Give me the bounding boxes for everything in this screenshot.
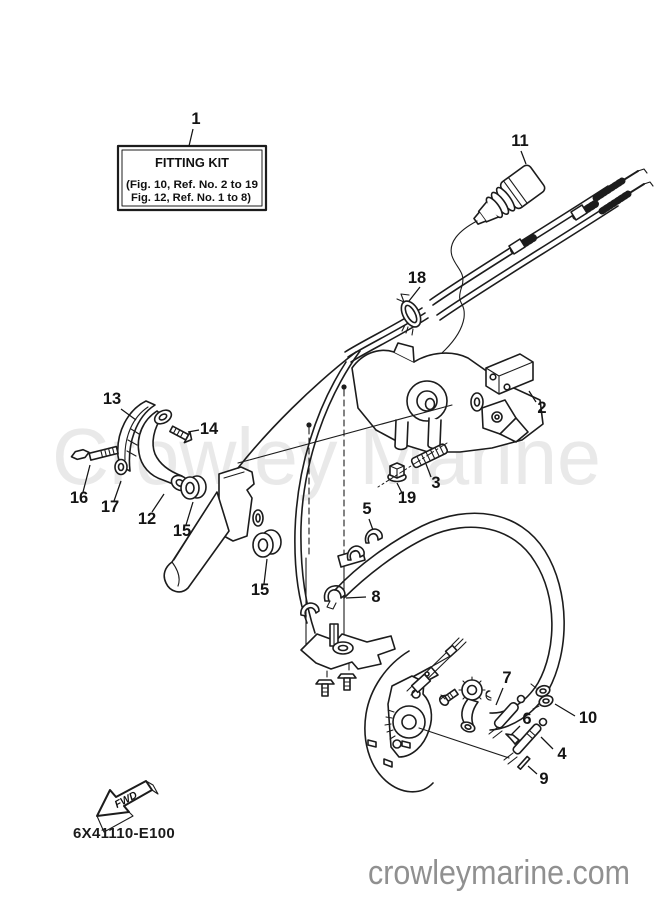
fitting-kit-line2: Fig. 12, Ref. No. 1 to 8)	[131, 192, 251, 204]
callout-leader-15	[263, 558, 268, 585]
grommet-15-lower	[252, 529, 282, 558]
flange-nut-19	[387, 462, 407, 483]
callout-18: 18	[408, 269, 426, 287]
callout-leader-13	[120, 408, 137, 421]
callout-leader-12	[151, 493, 165, 513]
callout-12: 12	[138, 510, 156, 528]
callout-14: 14	[200, 420, 219, 438]
bolt-16	[70, 445, 119, 461]
callout-19: 19	[398, 489, 416, 507]
callout-leader-4	[540, 736, 554, 750]
callout-1: 1	[191, 110, 200, 128]
callout-leader-5	[368, 518, 374, 531]
callout-leader-3	[425, 463, 432, 478]
callout-7: 7	[502, 669, 511, 687]
fwd-arrow	[96, 780, 159, 833]
callout-leader-9	[527, 765, 538, 775]
callout-leader-8	[345, 596, 367, 599]
screw-14	[169, 425, 193, 444]
callout-5: 5	[362, 500, 371, 518]
callout-leader-7	[495, 687, 504, 706]
callout-13: 13	[103, 390, 121, 408]
control-unit	[364, 637, 510, 793]
tiller-handle	[163, 350, 453, 649]
cable-clamp-10	[530, 680, 554, 710]
callout-15: 15	[251, 581, 269, 599]
link-rod-7	[488, 694, 526, 739]
pin-9	[517, 755, 531, 771]
callout-leader-6	[510, 725, 521, 736]
cable-clamp-18	[396, 293, 422, 336]
callout-leader-16	[82, 464, 91, 493]
callout-2: 2	[537, 399, 546, 417]
flange-bolt	[337, 673, 357, 691]
steering-bracket	[351, 342, 544, 453]
fitting-kit-box	[116, 144, 268, 212]
fitting-kit-title: FITTING KIT	[155, 156, 229, 170]
cable-clamp-5	[346, 528, 383, 561]
callout-leader-11	[520, 150, 527, 165]
grommet-15-upper	[180, 475, 207, 500]
callout-11: 11	[511, 132, 528, 150]
callout-leader-18	[408, 286, 421, 302]
callout-9: 9	[539, 770, 548, 788]
callout-leader-10	[554, 703, 576, 717]
flange-bolt	[315, 679, 335, 697]
callout-4: 4	[557, 745, 567, 763]
callout-leader-17	[113, 480, 122, 502]
website-text: crowleymarine.com	[368, 854, 630, 892]
callout-15: 15	[173, 522, 191, 540]
callout-6: 6	[522, 710, 531, 728]
cable-pair	[344, 168, 654, 363]
callout-leader-19	[396, 482, 403, 494]
callout-leader-15	[185, 501, 194, 526]
washer-17	[114, 458, 128, 476]
fitting-kit-line1: (Fig. 10, Ref. No. 2 to 19	[126, 179, 258, 191]
friction-piece-box	[485, 353, 534, 395]
callout-leader-14	[187, 429, 200, 433]
link-rod-4	[503, 717, 548, 765]
callout-8: 8	[371, 588, 380, 606]
callout-leader-2	[528, 390, 537, 403]
callout-3: 3	[431, 474, 440, 492]
callout-leader-1	[188, 128, 194, 147]
mount-plate	[300, 623, 396, 697]
callout-17: 17	[101, 498, 119, 516]
cable-clamp-8	[300, 585, 346, 617]
joint-link-6	[505, 733, 520, 745]
drawing-code: 6X41110-E100	[73, 825, 175, 842]
callout-16: 16	[70, 489, 88, 507]
callout-10: 10	[579, 709, 597, 727]
